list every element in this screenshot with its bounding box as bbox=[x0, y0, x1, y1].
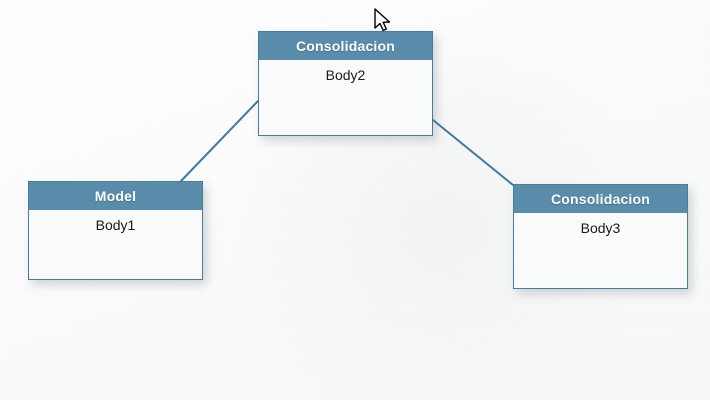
edge-consolidacion-to-model bbox=[180, 100, 259, 182]
node-body-text: Body2 bbox=[259, 60, 432, 135]
node-body-text: Body3 bbox=[514, 213, 687, 288]
node-consolidacion-body3[interactable]: Consolidacion Body3 bbox=[513, 184, 688, 289]
node-model-body1[interactable]: Model Body1 bbox=[28, 181, 203, 280]
node-consolidacion-body2[interactable]: Consolidacion Body2 bbox=[258, 31, 433, 136]
node-title: Consolidacion bbox=[514, 185, 687, 213]
edge-consolidacion-to-consolidacion bbox=[432, 119, 514, 186]
node-title: Model bbox=[29, 182, 202, 210]
node-title: Consolidacion bbox=[259, 32, 432, 60]
node-body-text: Body1 bbox=[29, 210, 202, 279]
